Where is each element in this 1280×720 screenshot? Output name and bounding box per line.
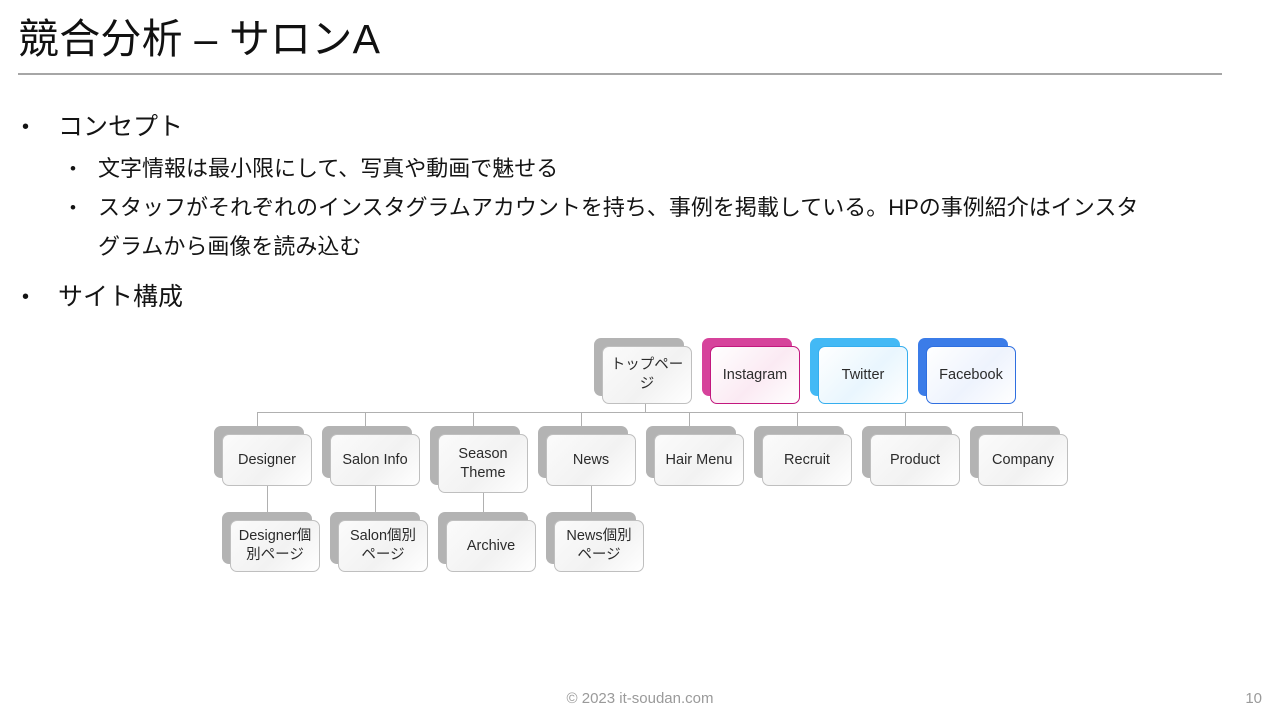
node-label: Hair Menu bbox=[654, 434, 744, 486]
bullet-concept-sub-2-line1: スタッフがそれぞれのインスタグラムアカウントを持ち、事例を掲載している。HPの事… bbox=[98, 195, 1139, 220]
sitemap-node-designer[interactable]: Designer bbox=[214, 426, 312, 486]
node-label: News bbox=[546, 434, 636, 486]
connector-bus-to-recruit bbox=[797, 412, 798, 434]
sitemap-node-company[interactable]: Company bbox=[970, 426, 1068, 486]
body-content: コンセプト 文字情報は最小限にして、写真や動画で魅せる スタッフがそれぞれのイン… bbox=[0, 108, 1270, 319]
connector-bus-to-company bbox=[1022, 412, 1023, 434]
sitemap-node-archive[interactable]: Archive bbox=[438, 512, 536, 572]
sitemap-node-hair-menu[interactable]: Hair Menu bbox=[646, 426, 744, 486]
sitemap-node-news[interactable]: News bbox=[538, 426, 636, 486]
node-label: Designer個別ページ bbox=[230, 520, 320, 572]
node-label: News個別ページ bbox=[554, 520, 644, 572]
connector-news-to-news-detail bbox=[591, 485, 592, 513]
page-number: 10 bbox=[1245, 690, 1262, 707]
node-label: トップページ bbox=[602, 346, 692, 404]
connector-bus-to-product bbox=[905, 412, 906, 434]
node-label: Twitter bbox=[818, 346, 908, 404]
sitemap-node-season-theme[interactable]: Season Theme bbox=[430, 426, 528, 493]
connector-bus-to-hair-menu bbox=[689, 412, 690, 434]
connector-top-trunk bbox=[645, 404, 646, 413]
sitemap-node-instagram[interactable]: Instagram bbox=[702, 338, 800, 404]
connector-bus-to-news bbox=[581, 412, 582, 434]
connector-season-theme-to-archive bbox=[483, 492, 484, 513]
connector-bus-to-salon-info bbox=[365, 412, 366, 434]
connector-salon-info-to-salon-detail bbox=[375, 485, 376, 513]
bullet-site-structure: サイト構成 bbox=[0, 278, 1270, 316]
bullet-concept-sub-1: 文字情報は最小限にして、写真や動画で魅せる bbox=[0, 149, 1270, 188]
node-label: Instagram bbox=[710, 346, 800, 404]
connector-designer-to-designer-detail bbox=[267, 485, 268, 513]
node-label: Season Theme bbox=[438, 434, 528, 493]
node-label: Salon個別ページ bbox=[338, 520, 428, 572]
sitemap-node-recruit[interactable]: Recruit bbox=[754, 426, 852, 486]
sitemap-node-salon-detail[interactable]: Salon個別ページ bbox=[330, 512, 428, 572]
sitemap-node-facebook[interactable]: Facebook bbox=[918, 338, 1016, 404]
sitemap-node-news-detail[interactable]: News個別ページ bbox=[546, 512, 644, 572]
node-label: Archive bbox=[446, 520, 536, 572]
sitemap-node-salon-info[interactable]: Salon Info bbox=[322, 426, 420, 486]
title-divider bbox=[18, 73, 1222, 75]
bullet-concept: コンセプト bbox=[0, 108, 1270, 146]
connector-bus-to-designer bbox=[257, 412, 258, 434]
node-label: Company bbox=[978, 434, 1068, 486]
connector-row2-bus bbox=[257, 412, 1023, 413]
footer-copyright: © 2023 it-soudan.com bbox=[566, 690, 714, 707]
node-label: Facebook bbox=[926, 346, 1016, 404]
sitemap-node-product[interactable]: Product bbox=[862, 426, 960, 486]
sitemap-node-designer-detail[interactable]: Designer個別ページ bbox=[222, 512, 320, 572]
connector-bus-to-season-theme bbox=[473, 412, 474, 434]
sitemap-node-top-page[interactable]: トップページ bbox=[594, 338, 692, 404]
node-label: Salon Info bbox=[330, 434, 420, 486]
bullet-concept-sub-2-line2: グラムから画像を読み込む bbox=[98, 234, 362, 259]
sitemap-node-twitter[interactable]: Twitter bbox=[810, 338, 908, 404]
bullet-concept-sub-2: スタッフがそれぞれのインスタグラムアカウントを持ち、事例を掲載している。HPの事… bbox=[0, 188, 1270, 266]
page-title: 競合分析 – サロンA bbox=[18, 16, 381, 62]
node-label: Designer bbox=[222, 434, 312, 486]
node-label: Recruit bbox=[762, 434, 852, 486]
node-label: Product bbox=[870, 434, 960, 486]
